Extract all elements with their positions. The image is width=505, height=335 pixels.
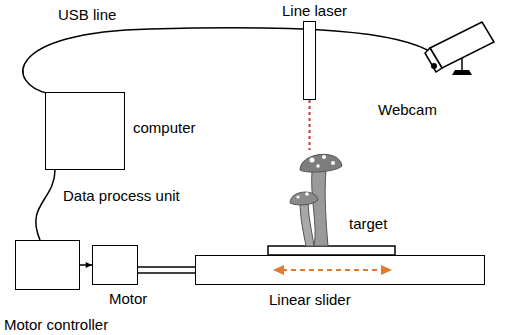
laser-beam xyxy=(309,100,311,150)
component-box: Line laser xyxy=(303,21,316,100)
component-label: computer xyxy=(133,119,196,136)
motion-arrow xyxy=(273,265,392,275)
usb-cable xyxy=(23,28,434,94)
target-mushroom xyxy=(290,154,342,246)
annotation-label: target xyxy=(349,215,387,232)
connector xyxy=(80,262,92,268)
component-label: Motor controller xyxy=(4,316,108,333)
connector xyxy=(36,170,55,240)
component-box: computerData process unit xyxy=(45,92,125,170)
connector xyxy=(138,267,195,273)
component-box: Motor xyxy=(92,245,138,285)
component-label: Linear slider xyxy=(269,291,351,308)
annotation-label: USB line xyxy=(58,6,116,23)
component-label: Line laser xyxy=(282,2,347,19)
component-label: Motor xyxy=(109,290,147,307)
webcam-icon xyxy=(425,22,494,75)
component-box: Motor controller xyxy=(15,240,80,290)
annotation-label: Webcam xyxy=(378,101,437,118)
component-label: Data process unit xyxy=(63,187,180,204)
slider-carriage xyxy=(268,246,395,255)
component-box: Linear slider xyxy=(195,255,485,285)
